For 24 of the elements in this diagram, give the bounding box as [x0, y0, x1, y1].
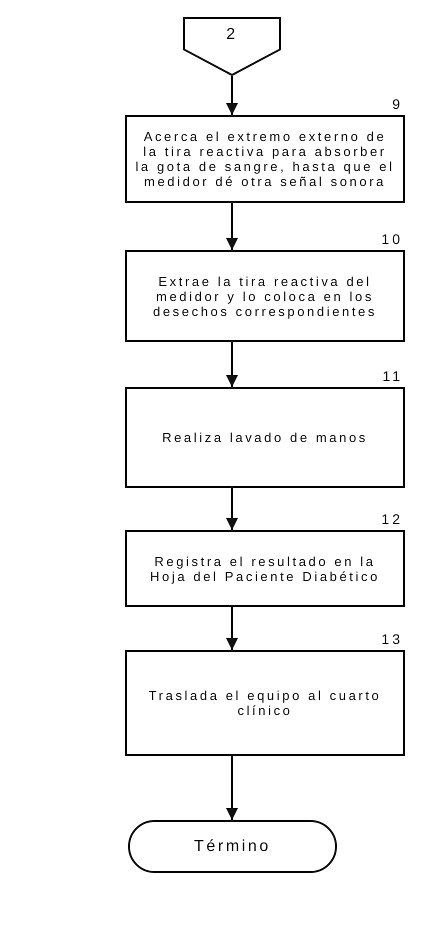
step-number: 9 [392, 96, 403, 112]
process-box [125, 650, 405, 756]
process-box [125, 530, 405, 607]
arrow [226, 342, 238, 387]
arrow [226, 756, 238, 820]
step-number: 11 [382, 368, 403, 384]
step-text: Extrae la tira reactiva del medidor y lo coloca en los desechos correspondientes [152, 274, 378, 318]
step-text: Realiza lavado de manos [162, 430, 368, 445]
arrow [226, 203, 238, 250]
process-box [125, 250, 405, 342]
arrow [226, 488, 238, 530]
step-number: 13 [381, 631, 403, 647]
step-text: Registra el resultado en la Hoja del Paciente Diabético [149, 554, 381, 584]
step-text: Traslada el equipo al cuarto clínico [148, 688, 382, 718]
step-text: Término [194, 839, 271, 854]
arrow [226, 607, 238, 650]
arrow [226, 76, 238, 115]
step-number: 10 [381, 231, 403, 247]
step-text: Acerca el extremo externo de la tira reactiva para absorber la gota de sangre, hasta que el medidor dé otra señal sonora [135, 129, 395, 189]
step-text: 2 [226, 27, 238, 42]
process-box [125, 115, 405, 203]
process-box [125, 387, 405, 488]
step-number: 12 [381, 511, 403, 527]
off-page-connector [183, 17, 281, 76]
